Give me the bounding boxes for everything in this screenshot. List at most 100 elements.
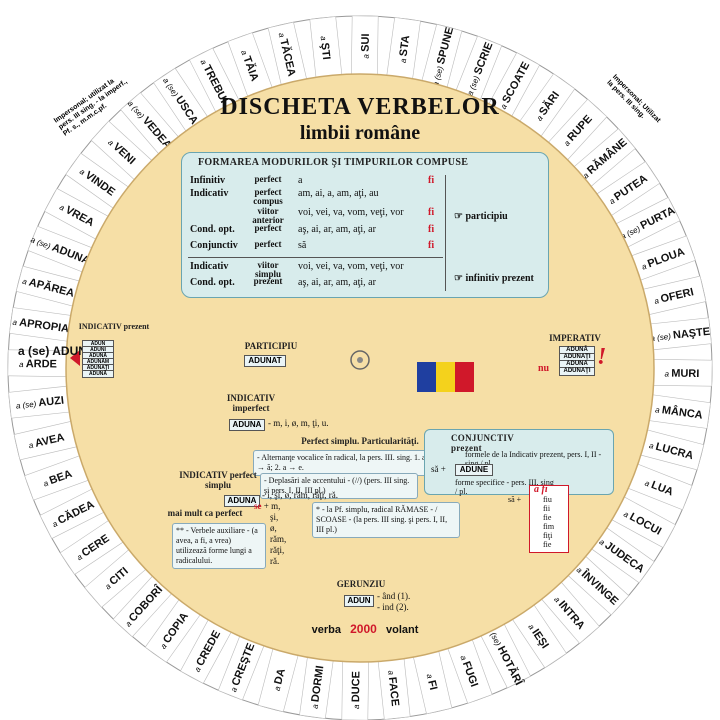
verb-tab[interactable]: a SUI xyxy=(351,15,379,77)
verb-prefix: a xyxy=(425,673,435,682)
compound-mode: Infinitiv xyxy=(190,175,226,186)
verb-prefix: a xyxy=(655,405,663,415)
verb-tab-label: a (se) AUZI xyxy=(15,395,64,412)
verb-tab[interactable]: a MÂNCA xyxy=(647,394,711,429)
verb-tab[interactable]: a (se) SPUNE xyxy=(421,23,463,90)
verb-prefix: a xyxy=(552,595,563,606)
verb-tab[interactable]: a PUTEA xyxy=(595,161,661,217)
perfect-simplu-note3: * - la Pf. simplu, radical RĂMASE - / SC… xyxy=(312,502,460,538)
verb-prefix: a xyxy=(124,618,135,629)
perfect-simplu-form: ADUNA xyxy=(224,495,260,507)
verb-tab[interactable]: a AVEA xyxy=(13,420,79,461)
verb-tab[interactable]: a APĂREA xyxy=(15,265,82,307)
verb-tab[interactable]: a PLOUA xyxy=(629,235,696,282)
a-fi-form: fie xyxy=(543,540,552,549)
compound-aux: să xyxy=(298,240,307,251)
verb-tab[interactable]: a ARDE xyxy=(7,349,69,377)
verb-tab-label: a (se) NAŞTE xyxy=(650,326,711,344)
verb-tab[interactable]: a (se) PURTA xyxy=(614,197,681,249)
verb-tab[interactable]: a DUCE xyxy=(341,659,369,720)
a-fi-title: a fi xyxy=(534,484,548,495)
verb-tab[interactable]: a FUGI xyxy=(446,637,493,704)
verb-prefix: a xyxy=(159,640,170,651)
page-title: DISCHETA VERBELOR xyxy=(220,94,500,120)
conjunctiv-sa: să + xyxy=(431,464,446,474)
compound-tense: prezent xyxy=(253,276,283,286)
gerunziu-ending-2: - ind (2). xyxy=(377,602,409,612)
verb-tab[interactable]: a COPIA xyxy=(144,597,202,663)
verb-tab[interactable]: a SĂRI xyxy=(518,73,576,139)
conjunctiv-note: formele de la Indicativ prezent, pers. I… xyxy=(465,450,602,468)
verb-prefix: a xyxy=(581,169,592,180)
imperativ-nu: nu xyxy=(538,363,550,374)
verb-name: AUZI xyxy=(38,395,65,410)
verb-tab[interactable]: a VREA xyxy=(44,188,111,241)
verb-prefix: a xyxy=(562,137,573,148)
compound-tense: perfect xyxy=(254,223,282,233)
page-subtitle: limbii române xyxy=(299,122,421,144)
verb-name: STA xyxy=(398,34,413,57)
verb-prefix: a xyxy=(42,478,51,489)
a-fi-form: fiţi xyxy=(543,531,553,540)
gerunziu-form: ADUN xyxy=(344,595,374,607)
perfect-simplu-particularities: Perfect simplu. Particularităţi. xyxy=(301,436,419,446)
perfect-simplu-endings: - i, şi, ø, răm, răţi, ră.se + m,şi,ø,ră… xyxy=(254,490,338,567)
participle-label: ☞ participiu xyxy=(454,211,508,222)
verb-tab[interactable]: a ŞTI xyxy=(309,16,343,80)
verb-tab[interactable]: a BEA xyxy=(24,454,91,501)
a-fi-form: fie xyxy=(543,513,552,522)
flag-yellow xyxy=(436,362,455,392)
present-form-chip: ADUNĂ xyxy=(82,370,114,378)
verb-tab[interactable]: a (se) HOTĂRÎ xyxy=(479,620,532,690)
verb-prefix: a xyxy=(12,318,20,328)
verb-name: DORMI xyxy=(309,665,326,703)
perfect-simplu-ending: - i, şi, ø, răm, răţi, ră. xyxy=(262,490,338,500)
verb-tab[interactable]: a DA xyxy=(257,646,299,713)
perfect-simplu-ending: răţi, xyxy=(270,545,285,555)
verb-prefix: a (se) xyxy=(15,399,38,410)
verb-tab[interactable]: a APROPIA xyxy=(9,307,73,342)
gerunziu-ending-1: - ând (1). xyxy=(377,591,411,601)
verb-prefix: a xyxy=(277,32,287,41)
compound-mode: Indicativ xyxy=(190,261,229,272)
verb-tab[interactable]: a MURI xyxy=(651,359,713,387)
verb-tab[interactable]: a FACE xyxy=(377,656,411,720)
verb-tab[interactable]: a CITI xyxy=(84,548,148,608)
center-pivot-dot xyxy=(357,357,363,363)
compound-fi: fi xyxy=(428,207,435,218)
verb-prefix: a xyxy=(193,663,204,673)
compound-mode: Conjunctiv xyxy=(190,240,238,251)
verb-prefix: a xyxy=(51,518,61,529)
exclamation-mark: ! xyxy=(597,344,607,370)
verb-tab[interactable]: a RĂMÂNE xyxy=(572,128,636,188)
center-pivot[interactable] xyxy=(350,350,370,370)
verb-tab[interactable]: a (se) ADUNA xyxy=(27,225,95,273)
verb-tab[interactable]: a RUPE xyxy=(546,98,608,162)
verb-tab[interactable]: a TĂCEA xyxy=(267,21,308,87)
verb-tab[interactable]: a STA xyxy=(386,17,421,81)
compound-tense: perfect xyxy=(254,239,282,249)
imperativ-form-chip: ADUNAŢI xyxy=(559,367,595,376)
verb-name: FACE xyxy=(386,676,401,706)
footer: verba 2000 volant xyxy=(290,622,440,636)
verb-tab-label: a MÂNCA xyxy=(655,402,704,421)
conjunctiv-form: ADUNE xyxy=(455,464,493,476)
verb-tab-label: a DORMI xyxy=(309,665,327,710)
verb-prefix: a xyxy=(273,683,283,692)
verb-prefix: a xyxy=(648,441,657,451)
verb-prefix: a xyxy=(575,565,586,576)
verb-tab-label: a FACE xyxy=(385,670,401,707)
verb-tab[interactable]: a DORMI xyxy=(299,655,334,719)
compound-aux: voi, vei, va, vom, veţi, vor xyxy=(298,207,404,218)
compound-header: FORMAREA MODURILOR ŞI TIMPURILOR COMPUSE xyxy=(198,157,469,168)
verb-name: DUCE xyxy=(350,671,362,702)
verb-prefix: a xyxy=(664,369,671,378)
verb-tab[interactable]: a IEŞI xyxy=(511,603,567,669)
compound-tense: perfect compus xyxy=(253,187,283,206)
verb-tab[interactable]: a (se) NAŞTE xyxy=(648,317,712,351)
compound-fi: fi xyxy=(428,175,435,186)
verb-tab[interactable]: a OFERI xyxy=(641,275,707,316)
verb-tab[interactable]: a (se) USCA xyxy=(153,67,209,133)
perfect-simplu-title: INDICATIV perfect simplu xyxy=(179,470,257,490)
verb-name: NAŞTE xyxy=(672,326,710,342)
